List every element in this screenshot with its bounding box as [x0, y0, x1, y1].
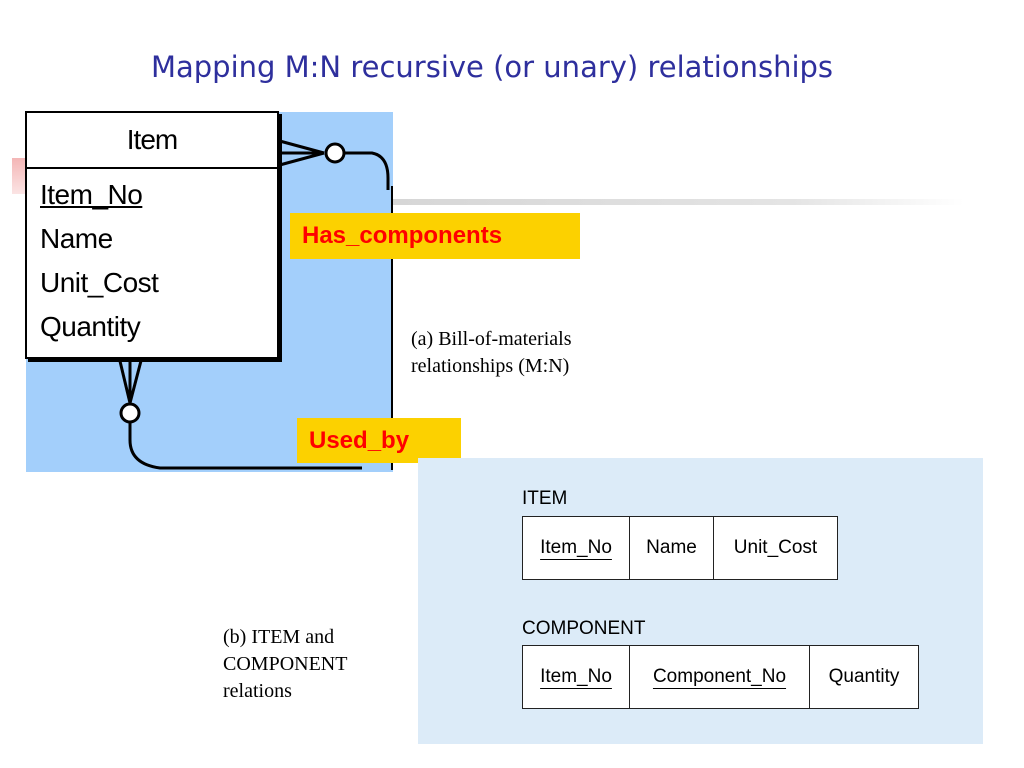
item-table: Item_No Name Unit_Cost [522, 516, 838, 580]
component-col-quantity: Quantity [828, 666, 900, 687]
optional-circle-bottom [119, 402, 141, 424]
attribute-name: Name [40, 223, 113, 254]
caption-a: (a) Bill-of-materials relationships (M:N… [411, 326, 671, 380]
item-table-cell: Name [630, 517, 714, 579]
entity-name: Item [27, 113, 277, 169]
item-table-cell: Unit_Cost [714, 517, 837, 579]
relationship-has-components: Has_components [290, 213, 580, 259]
relationship-used-by: Used_by [297, 418, 461, 463]
decorative-accent-bar [12, 158, 26, 194]
item-entity: Item Item_No Name Unit_Cost Quantity [25, 111, 279, 359]
divider-line [392, 199, 964, 205]
caption-b: (b) ITEM and COMPONENT relations [223, 624, 413, 705]
slide-title: Mapping M:N recursive (or unary) relatio… [150, 50, 834, 84]
caption-a-line-1: (a) Bill-of-materials [411, 328, 572, 350]
caption-b-line-2: COMPONENT [223, 653, 348, 675]
attribute-quantity: Quantity [40, 311, 141, 342]
crows-foot-bottom [117, 356, 144, 404]
caption-a-line-2: relationships (M:N) [411, 355, 570, 377]
optional-circle-top [324, 142, 346, 164]
component-col-item-no: Item_No [540, 666, 612, 687]
item-col-unit-cost: Unit_Cost [733, 537, 818, 558]
caption-b-line-1: (b) ITEM and [223, 626, 335, 648]
component-table-cell: Quantity [810, 646, 918, 708]
item-table-name: ITEM [522, 488, 568, 509]
item-table-cell: Item_No [523, 517, 630, 579]
attribute-unit-cost: Unit_Cost [40, 267, 159, 298]
component-table-cell: Component_No [630, 646, 810, 708]
crows-foot-top [275, 138, 325, 168]
used-by-line [128, 422, 362, 470]
item-col-name: Name [646, 537, 697, 558]
component-table-name: COMPONENT [522, 618, 646, 639]
component-table-cell: Item_No [523, 646, 630, 708]
has-components-line [344, 151, 390, 190]
caption-b-line-3: relations [223, 680, 292, 702]
item-col-item-no: Item_No [540, 537, 612, 558]
component-col-component-no: Component_No [652, 666, 787, 687]
attribute-item-no: Item_No [40, 179, 143, 210]
component-table: Item_No Component_No Quantity [522, 645, 919, 709]
